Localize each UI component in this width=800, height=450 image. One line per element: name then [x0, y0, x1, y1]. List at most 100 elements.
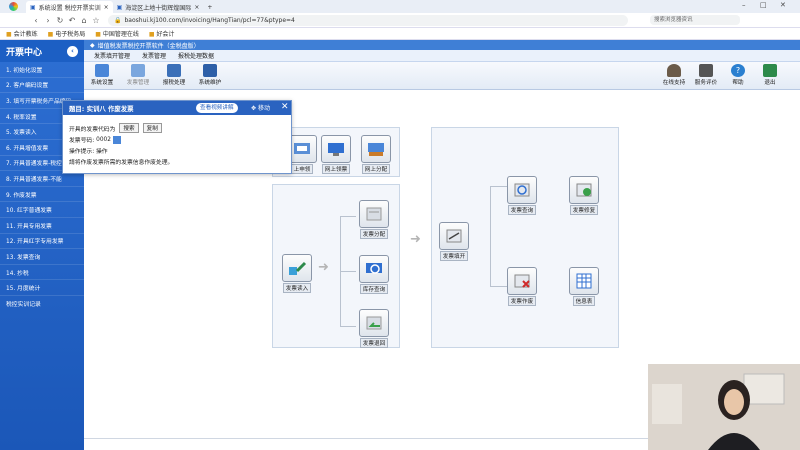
folder-icon: ■ — [47, 31, 54, 38]
address-bar: ‹ › ↻ ↶ ⌂ ☆ 🔒 baoshui.kj100.com/invoicin… — [0, 13, 800, 28]
browser-tab-1[interactable]: ▣ 系统设置 税控开票实训 × — [26, 1, 113, 13]
sidebar-item[interactable]: 14. 抄税 — [0, 265, 84, 281]
toolbar-exit[interactable]: 退出 — [754, 64, 786, 88]
func-invoice-repair[interactable]: 发票修复 — [568, 176, 600, 215]
usb-icon — [282, 254, 312, 282]
sidebar-item[interactable]: 8. 开具普通发票-不能 — [0, 171, 84, 187]
func-stock-query[interactable]: 库存查询 — [358, 255, 390, 294]
browser-tab-2[interactable]: ▣ 海淀区上地十街辉煌国际 × — [113, 1, 204, 13]
sidebar-item[interactable]: 15. 月度统计 — [0, 280, 84, 296]
popup-line-1: 开具的发票代码为 搜索 复制 — [63, 123, 291, 133]
sidebar-item[interactable]: 3. 填写开票税务产品编码 — [0, 93, 84, 109]
sidebar-item[interactable]: 11. 开具专用发票 — [0, 218, 84, 234]
maximize-icon[interactable]: □ — [760, 1, 767, 9]
copy-button[interactable]: 复制 — [142, 123, 162, 133]
home-icon[interactable]: ⌂ — [81, 15, 87, 25]
toolbar-online-support[interactable]: 在线支持 — [658, 64, 690, 88]
online-get-icon — [321, 135, 351, 163]
video-button[interactable]: 查看视频讲解 — [196, 103, 238, 113]
bookmark-item[interactable]: ■ 电子税务局 — [47, 31, 86, 38]
page-icon: ▣ — [30, 3, 36, 11]
func-online-distribute[interactable]: 网上分配 — [360, 135, 392, 174]
func-apply[interactable]: 上申领 — [286, 135, 318, 174]
stock-query-icon — [359, 255, 389, 283]
sidebar-item[interactable]: 9. 作废发票 — [0, 187, 84, 203]
menu-item-fill[interactable]: 发票填开管理 — [94, 53, 131, 60]
reload-icon[interactable]: ↻ — [56, 15, 64, 25]
sidebar-item[interactable]: 10. 红字普通发票 — [0, 202, 84, 218]
search-button[interactable]: 搜索 — [119, 123, 139, 133]
func-invoice-return[interactable]: 发票退回 — [358, 309, 390, 348]
forward-icon[interactable]: › — [46, 15, 50, 25]
popup-line-2: 发票号码: 0002 — [63, 135, 291, 144]
back-icon[interactable]: ‹ — [34, 15, 38, 25]
sidebar-item[interactable]: 5. 发票读入 — [0, 124, 84, 140]
sidebar-item[interactable]: 12. 开具红字专用发票 — [0, 234, 84, 250]
close-icon[interactable]: × — [103, 3, 109, 11]
report-icon — [167, 64, 181, 77]
menu-item-invoice[interactable]: 发票管理 — [142, 53, 167, 60]
sidebar-item[interactable]: 7. 开具普通发票-税控设备 — [0, 156, 84, 172]
func-info-table[interactable]: 信息表 — [568, 267, 600, 306]
page-icon: ▣ — [116, 3, 123, 11]
distribute-icon — [359, 200, 389, 228]
online-distribute-icon — [361, 135, 391, 163]
toolbar-system-settings[interactable]: 系统设置 — [86, 64, 118, 88]
exit-icon — [763, 64, 777, 77]
lock-icon: 🔒 — [114, 16, 122, 24]
sidebar-extra[interactable]: 税控实训记录 — [6, 302, 41, 309]
connector-line — [340, 271, 356, 272]
func-invoice-fill[interactable]: 发票填开 — [438, 222, 470, 261]
browser-search-input[interactable]: 搜索浏览器资讯 — [650, 15, 740, 25]
toolbar-service-rating[interactable]: 服务评价 — [690, 64, 722, 88]
func-online-get[interactable]: 网上领票 — [320, 135, 352, 174]
connector-line — [490, 186, 508, 187]
menu-item-report[interactable]: 报税处理数据 — [178, 53, 215, 60]
func-invoice-query[interactable]: 发票查询 — [506, 176, 538, 215]
window-close-icon[interactable]: ✕ — [780, 1, 786, 9]
close-icon[interactable]: ✕ — [281, 102, 289, 112]
move-icon: ✥ — [251, 105, 257, 112]
sidebar-item[interactable]: 13. 发票查询 — [0, 249, 84, 265]
bookmark-item[interactable]: ■ 会计教练 — [6, 31, 38, 38]
url-input[interactable]: 🔒 baoshui.kj100.com/invoicing/HangTian/p… — [108, 14, 628, 26]
info-table-icon — [569, 267, 599, 295]
collapse-icon[interactable]: ‹ — [67, 45, 78, 57]
move-handle[interactable]: ✥ 移动 — [251, 105, 270, 112]
sidebar-item[interactable]: 1. 初始化设置 — [0, 62, 84, 78]
popup-line-4: 請将作废发票所需的发票信息作废处理。 — [69, 160, 174, 166]
toolbar-help[interactable]: ? 帮助 — [731, 64, 745, 86]
func-invoice-distribute[interactable]: 发票分配 — [358, 200, 390, 239]
invoice-fill-icon — [439, 222, 469, 250]
tab-label: 海淀区上地十街辉煌国际 — [125, 4, 192, 12]
invoice-number: 0002 — [96, 136, 111, 143]
connector-line — [490, 186, 491, 286]
undo-icon[interactable]: ↶ — [68, 15, 76, 25]
func-invoice-read[interactable]: 发票读入 — [281, 254, 313, 293]
connector-line — [340, 216, 356, 217]
app-logo-icon: ◆ — [90, 41, 95, 49]
sidebar-title: 开票中心 ‹ — [0, 40, 84, 62]
close-icon[interactable]: × — [194, 3, 200, 11]
new-tab-button[interactable]: + — [207, 3, 213, 11]
bookmark-item[interactable]: ■ 中国管理在线 — [95, 31, 139, 38]
toolbar-report[interactable]: 报税处理 — [158, 64, 190, 88]
popup-header: 题目: 实训八 作废发票 查看视频讲解 ✥ 移动 ✕ — [63, 101, 291, 115]
star-icon[interactable]: ☆ — [92, 15, 100, 25]
browser-logo-icon[interactable] — [0, 0, 26, 13]
connector-line — [340, 326, 356, 327]
minimize-icon[interactable]: – — [742, 1, 746, 9]
toolbar-invoice-management[interactable]: 发票管理 — [122, 64, 154, 88]
app-title-bar: ◆ 增值税发票税控开票软件（金税盘版） — [84, 40, 800, 50]
presenter-image — [648, 364, 800, 450]
bookmark-item[interactable]: ■ 好会计 — [148, 31, 175, 38]
func-invoice-void[interactable]: 发票作废 — [506, 267, 538, 306]
invoice-query-icon — [507, 176, 537, 204]
url-text: baoshui.kj100.com/invoicing/HangTian/pcl… — [124, 16, 295, 24]
sidebar-item[interactable]: 6. 开具增值发票 — [0, 140, 84, 156]
toolbar-maintenance[interactable]: 系统维护 — [194, 64, 226, 88]
sidebar-item[interactable]: 4. 税率设置 — [0, 109, 84, 125]
sidebar-item[interactable]: 2. 客户编码设置 — [0, 78, 84, 94]
invoice-void-icon — [507, 267, 537, 295]
